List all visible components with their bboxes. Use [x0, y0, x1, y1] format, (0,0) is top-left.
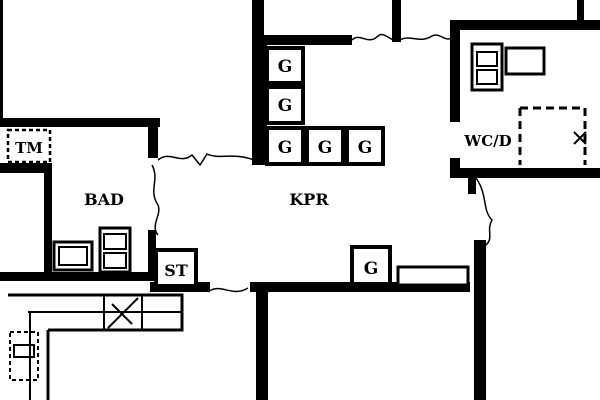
shower-area [518, 106, 587, 165]
cabinet-label: G [364, 259, 379, 279]
cabinets: G G G G G G [265, 46, 392, 286]
room-label-bad: BAD [84, 190, 124, 209]
break-lines [151, 33, 493, 293]
lower-left-counter [8, 293, 184, 400]
toilet-shower-room: WC/D [463, 42, 587, 165]
cabinet-label: G [318, 138, 333, 158]
cabinet-g-6: G [350, 245, 392, 286]
cabinet-label: G [358, 138, 373, 158]
bathroom: TM BAD [6, 128, 132, 274]
door-arrow-icon [573, 131, 587, 145]
storage-label: ST [164, 261, 188, 280]
wc-fixtures [470, 42, 546, 92]
cabinet-label: G [278, 138, 293, 158]
cabinet-label: G [278, 57, 293, 77]
washing-machine-label: TM [15, 139, 43, 157]
bathroom-sink-and-toilet [52, 226, 132, 274]
room-label-kpr: KPR [289, 190, 329, 209]
storage-st: ST [154, 248, 198, 288]
low-cabinet [396, 265, 470, 287]
washing-machine-tm: TM [6, 128, 52, 164]
room-label-wc-d: WC/D [463, 132, 511, 150]
cabinet-label: G [278, 96, 293, 116]
cabinet-g-3: G [265, 126, 305, 166]
crossed-box-icon [107, 297, 139, 329]
cabinet-g-5: G [345, 126, 385, 166]
cabinet-g-2: G [265, 85, 305, 125]
cabinet-g-4: G [305, 126, 345, 166]
cabinet-g-1: G [265, 46, 305, 85]
